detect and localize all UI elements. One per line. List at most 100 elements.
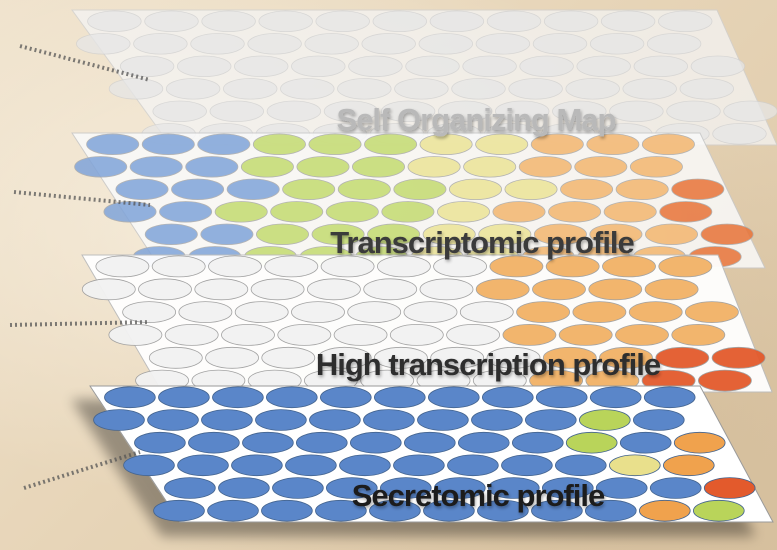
som-cell: [501, 454, 553, 477]
som-cell: [644, 278, 699, 301]
som-cell: [572, 301, 627, 324]
som-cell: [543, 10, 599, 32]
som-cell: [423, 499, 475, 522]
som-cell: [698, 369, 752, 392]
som-cell: [489, 255, 544, 278]
som-cell: [645, 223, 699, 246]
som-cell: [560, 178, 614, 201]
som-cell: [153, 499, 205, 522]
som-cell: [394, 78, 449, 100]
som-cell: [671, 178, 725, 201]
som-cell: [349, 431, 402, 454]
som-cell: [475, 278, 530, 301]
som-cell: [565, 78, 620, 100]
som-cell: [542, 346, 597, 369]
som-cell: [393, 178, 447, 201]
som-cell: [308, 133, 362, 156]
som-cell: [662, 454, 715, 477]
som-cell: [291, 55, 346, 78]
som-cell: [608, 454, 661, 477]
som-cell: [622, 78, 677, 100]
som-cell: [234, 55, 289, 78]
som-cell: [599, 346, 653, 369]
som-cell: [363, 409, 415, 431]
som-cell: [588, 278, 643, 301]
som-cell: [363, 278, 418, 301]
som-cell: [659, 201, 713, 223]
som-cell: [226, 178, 280, 201]
som-cell: [323, 100, 379, 123]
som-cell: [451, 78, 506, 100]
som-cell: [389, 323, 444, 346]
som-cell: [369, 499, 421, 522]
label-secretomic-profile: Secretomic profile: [352, 478, 605, 513]
som-cell: [364, 133, 418, 156]
som-cell: [296, 156, 350, 178]
som-cell: [188, 431, 240, 454]
som-cell: [609, 100, 664, 123]
som-cell: [576, 55, 631, 78]
som-cell: [711, 346, 766, 369]
som-cell: [304, 33, 359, 55]
som-cell: [511, 431, 564, 454]
som-cell: [164, 323, 219, 346]
som-cell: [144, 223, 198, 246]
som-cell: [261, 346, 316, 369]
som-cell: [459, 301, 514, 324]
som-cell: [518, 156, 572, 178]
som-cell: [320, 255, 375, 278]
som-cell: [712, 123, 767, 145]
som-cell: [481, 386, 534, 409]
som-cell: [315, 10, 370, 32]
som-cell: [565, 431, 618, 454]
som-cell: [315, 499, 367, 522]
som-cell: [200, 223, 254, 246]
som-cell: [548, 201, 602, 223]
som-cell: [108, 323, 163, 346]
som-cell: [74, 156, 128, 178]
som-cell: [291, 301, 345, 324]
som-cell: [337, 78, 392, 100]
som-cell: [427, 386, 480, 409]
som-cell: [348, 55, 403, 78]
som-cell: [339, 454, 391, 477]
som-cell: [447, 454, 499, 477]
som-cell: [417, 409, 469, 431]
som-cell: [393, 454, 445, 477]
som-cell: [277, 323, 332, 346]
som-cell: [337, 178, 391, 201]
som-cell: [171, 178, 225, 201]
som-cell: [221, 323, 275, 346]
som-cell: [133, 33, 188, 55]
som-cell: [95, 255, 150, 278]
som-cell: [197, 133, 251, 156]
som-cell: [671, 323, 726, 346]
som-cell: [264, 255, 319, 278]
som-cell: [122, 301, 177, 324]
som-cell: [658, 255, 713, 278]
som-cell: [589, 223, 643, 246]
som-cell: [234, 301, 289, 324]
som-cell: [429, 10, 485, 32]
som-cell: [533, 223, 587, 246]
som-cell: [108, 78, 164, 100]
som-cell: [430, 346, 485, 369]
som-cell: [589, 33, 645, 55]
som-cell: [367, 223, 421, 246]
som-cell: [222, 78, 278, 100]
som-cell: [615, 178, 669, 201]
som-cell: [177, 454, 229, 477]
som-cell: [212, 386, 264, 409]
som-cell: [148, 346, 203, 369]
som-cell: [403, 431, 456, 454]
som-cell: [317, 346, 372, 369]
som-cell: [255, 223, 309, 246]
som-cell: [373, 386, 426, 409]
som-cell: [508, 78, 563, 100]
som-cell: [295, 431, 348, 454]
som-cell: [231, 454, 283, 477]
som-cell: [492, 201, 546, 223]
som-cell: [86, 133, 140, 156]
dotted-connector-line: [23, 450, 141, 490]
som-cell: [486, 10, 542, 32]
